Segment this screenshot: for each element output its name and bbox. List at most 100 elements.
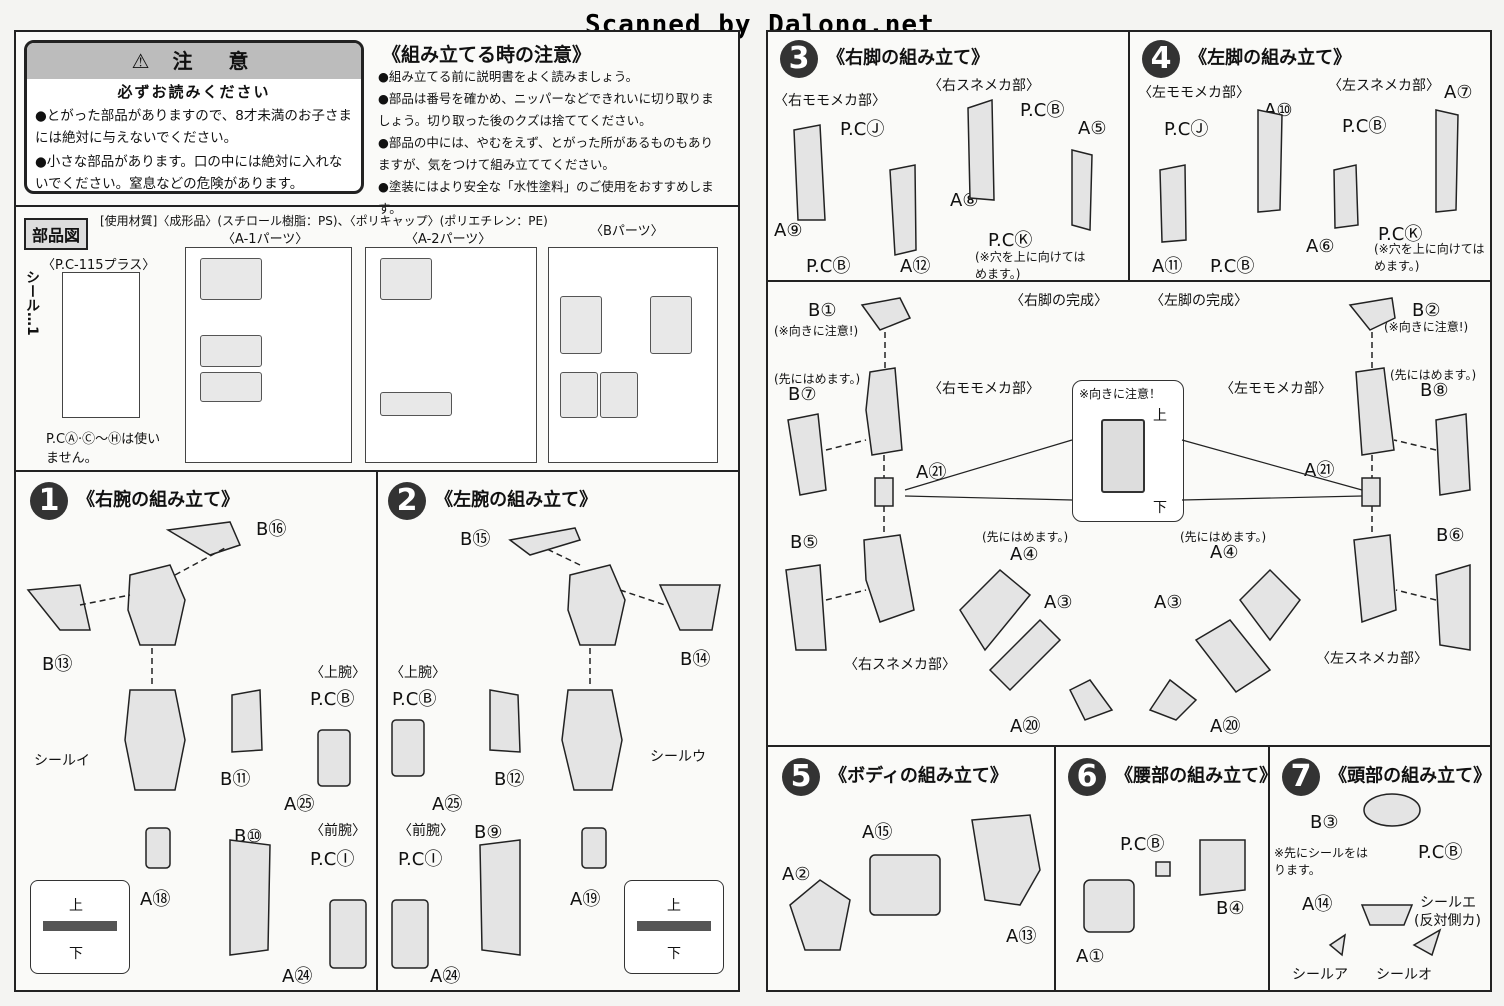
dir-note: (※向きに注意!) [774, 324, 859, 338]
caution-line: ●小さな部品があります。口の中には絶対に入れないでください。窒息などの危険があり… [35, 154, 343, 192]
runner-part [380, 392, 452, 416]
orientation-box: 上 下 [624, 880, 724, 974]
shin-label: 〈右スネメカ部〉 [928, 78, 1040, 94]
b-runner [548, 247, 718, 463]
notes-line: ●部品は番号を確かめ、ニッパーなどできれいに切り取りましょう。切り取った後のクズ… [378, 91, 714, 128]
part-label: P.CⒷ [1210, 256, 1255, 277]
divider [14, 205, 740, 207]
seal-label: シールウ [650, 749, 706, 765]
a2-title: 〈A-2パーツ〉 [405, 232, 492, 247]
part-label: P.CⓀ [1378, 224, 1423, 245]
part-label: A㉕ [432, 794, 463, 815]
part-label: B⑮ [460, 529, 491, 550]
runner-part [200, 258, 262, 300]
pc-title: 〈P.C-115プラス〉 [42, 258, 156, 273]
part-label: A⑬ [1006, 926, 1037, 947]
part-label: A⑥ [1306, 236, 1335, 257]
part-label: A⑭ [1302, 894, 1333, 915]
notes-title: 《組み立てる時の注意》 [382, 44, 592, 66]
parts-materials: [使用材質]〈成形品〉(スチロール樹脂：PS)、〈ポリキャップ〉(ポリエチレン：… [100, 214, 548, 228]
hole-note: (※穴を上に向けてはめます。) [1374, 242, 1485, 273]
orientation-box: 上 下 [30, 880, 130, 974]
part-label: P.CⓀ [988, 230, 1033, 251]
part-label: P.CⒷ [392, 689, 437, 710]
part-label: A⑦ [1444, 82, 1473, 103]
part-label: B⑧ [1420, 380, 1449, 401]
part-label: B⑤ [790, 532, 819, 553]
first-note: (先にはめます。) [982, 530, 1069, 544]
part-label: A③ [1044, 592, 1073, 613]
thigh-label: 〈右モモメカ部〉 [774, 93, 886, 109]
part-label: P.CⒿ [840, 119, 885, 140]
dir-note: (※向きに注意!) [1384, 320, 1469, 334]
warning-icon: ⚠ [131, 49, 158, 73]
part-label: A⑩ [1264, 100, 1293, 121]
part-label: A③ [1154, 592, 1183, 613]
runner-part [650, 296, 692, 354]
part-label: B⑭ [680, 649, 711, 670]
thigh-label: 〈左モモメカ部〉 [1220, 381, 1332, 397]
pc-note: P.CⒶ·Ⓒ～Ⓗは使いません。 [46, 432, 161, 466]
seal-label: シールオ [1376, 967, 1432, 983]
right-leg-title: 〈右脚の完成〉 [1010, 293, 1108, 309]
notes-line: ●部品の中には、やむをえず、とがった所があるものもありますが、気をつけて組み立て… [378, 135, 714, 172]
divider [766, 280, 1492, 282]
divider [376, 470, 378, 992]
step6-title: 6 《腰部の組み立て》 [1068, 758, 1277, 796]
seal-label: シールア [1292, 967, 1348, 983]
part-label: B⑪ [220, 769, 251, 790]
divider [1268, 745, 1270, 992]
runner-part [600, 372, 638, 418]
part-label: A㉔ [282, 966, 313, 987]
step-number: 4 [1142, 40, 1180, 78]
seal-label: シールエ [1420, 895, 1476, 911]
notes-line: ●組み立てる前に説明書をよく読みましょう。 [378, 69, 639, 84]
part-label: A② [782, 864, 811, 885]
step2-title: 2 《左腕の組み立て》 [388, 482, 597, 520]
step3-title: 3 《右脚の組み立て》 [780, 40, 989, 78]
shin-label: 〈左スネメカ部〉 [1328, 78, 1440, 94]
part-label: A⑳ [1210, 716, 1241, 737]
part-label: A⑮ [862, 822, 893, 843]
step-number: 5 [782, 758, 820, 796]
part-label: A④ [1010, 544, 1039, 565]
step-number: 1 [30, 482, 68, 520]
parts-header: 部品図 [24, 218, 89, 250]
part-label: B⑥ [1436, 525, 1465, 546]
part-label: A⑧ [950, 190, 979, 211]
runner-part [560, 372, 598, 418]
part-label: A⑲ [570, 889, 601, 910]
runner-part [200, 335, 262, 367]
seal-label: シール…1 [24, 270, 40, 336]
seal-label: シールイ [34, 753, 90, 769]
thigh-label: 〈左モモメカ部〉 [1138, 85, 1250, 101]
runner-part [380, 258, 432, 300]
caution-subtitle: 必ずお読みください [117, 83, 271, 101]
step-number: 3 [780, 40, 818, 78]
step1-title: 1 《右腕の組み立て》 [30, 482, 239, 520]
seal-label: (反対側カ) [1414, 913, 1481, 929]
divider [1054, 745, 1056, 992]
part-label: P.CⒷ [1418, 842, 1463, 863]
part-label: A⑳ [1010, 716, 1041, 737]
part-label: A㉑ [1304, 460, 1335, 481]
first-note: (先にはめます。) [774, 372, 861, 386]
notes-line: ●塗装にはより安全な「水性塗料」のご使用をおすすめします。 [378, 179, 714, 216]
part-label: A④ [1210, 542, 1239, 563]
step-number: 2 [388, 482, 426, 520]
step-number: 6 [1068, 758, 1106, 796]
part-label: B⑯ [256, 519, 287, 540]
part-label: B⑩ [234, 826, 263, 847]
forearm-label: 〈前腕〉 [310, 823, 366, 839]
caution-title: ⚠ 注 意 [27, 43, 361, 79]
left-leg-title: 〈左脚の完成〉 [1150, 293, 1248, 309]
pc-runner [62, 272, 140, 418]
part-label: A⑫ [900, 256, 931, 277]
part-label: B⑫ [494, 769, 525, 790]
upper-arm-label: 〈上腕〉 [310, 665, 366, 681]
thigh-label: 〈右モモメカ部〉 [928, 381, 1040, 397]
runner-part [200, 372, 262, 402]
part-label: P.CⒷ [310, 689, 355, 710]
b-title: 〈Bパーツ〉 [590, 224, 664, 239]
caution-box: ⚠ 注 意 必ずお読みください ●とがった部品がありますので、8才未満のお子さま… [24, 40, 364, 194]
